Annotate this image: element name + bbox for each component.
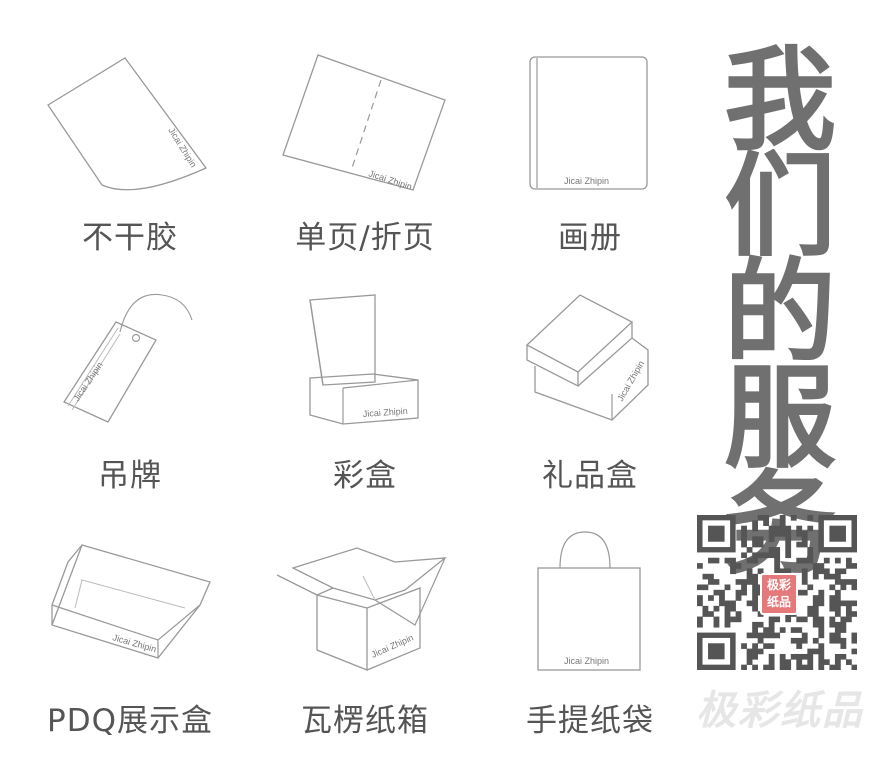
title-char: 服 [724, 354, 836, 484]
product-label: 彩盒 [333, 458, 397, 494]
product-label: 瓦楞纸箱 [301, 703, 429, 739]
paper-bag-illustration: Jicai Zhipin [537, 531, 641, 671]
qr-badge-text: 极彩纸品 [766, 578, 791, 609]
product-hang-tag: Jicai Zhipin 吊牌 [20, 290, 240, 500]
sticker-illustration: Jicai Zhipin [47, 57, 208, 191]
hang-tag-illustration: Jicai Zhipin [63, 293, 193, 423]
gift-box-illustration: Jicai Zhipin [525, 294, 649, 421]
brand-mark: Jicai Zhipin [367, 168, 413, 191]
product-label: 礼品盒 [542, 458, 638, 494]
product-label: 手提纸袋 [526, 703, 654, 739]
brochure-illustration: Jicai Zhipin [529, 56, 648, 190]
brand-logo-faded: 极彩纸品 [696, 688, 864, 734]
qr-code[interactable]: 极彩纸品 [697, 515, 858, 671]
product-label: 画册 [558, 220, 622, 256]
qr-badge: 极彩纸品 [760, 573, 798, 615]
product-label: PDQ展示盒 [47, 703, 213, 739]
title-char: 我 [724, 36, 836, 166]
pdq-box-illustration: Jicai Zhipin [51, 544, 211, 659]
corrugated-box-illustration: Jicai Zhipin [276, 547, 448, 671]
title-char: 们 [724, 142, 836, 272]
product-brochure: Jicai Zhipin 画册 [480, 50, 700, 256]
product-pdq-display-box: Jicai Zhipin PDQ展示盒 [20, 540, 240, 740]
product-leaflet: Jicai Zhipin 单页/折页 [255, 50, 475, 256]
brand-mark: Jicai Zhipin [370, 632, 415, 659]
product-color-box: Jicai Zhipin 彩盒 [255, 290, 475, 500]
brand-mark: Jicai Zhipin [564, 656, 609, 666]
services-title: 我 们 的 服 务 [700, 36, 860, 581]
brand-mark: Jicai Zhipin [564, 176, 609, 186]
brand-mark: Jicai Zhipin [166, 126, 198, 169]
brand-mark: Jicai Zhipin [362, 406, 408, 419]
leaflet-illustration: Jicai Zhipin [282, 54, 446, 192]
product-label: 吊牌 [98, 458, 162, 494]
product-non-dry-adhesive: Jicai Zhipin 不干胶 [20, 50, 240, 256]
product-corrugated-box: Jicai Zhipin 瓦楞纸箱 [255, 540, 475, 740]
title-char: 的 [724, 248, 836, 378]
color-box-illustration: Jicai Zhipin [309, 294, 419, 425]
product-gift-box: Jicai Zhipin 礼品盒 [480, 290, 700, 500]
brand-mark: Jicai Zhipin [615, 359, 646, 403]
product-paper-bag: Jicai Zhipin 手提纸袋 [480, 531, 700, 740]
product-label: 不干胶 [82, 220, 178, 256]
product-label: 单页/折页 [295, 220, 435, 256]
brand-mark: Jicai Zhipin [71, 360, 104, 403]
